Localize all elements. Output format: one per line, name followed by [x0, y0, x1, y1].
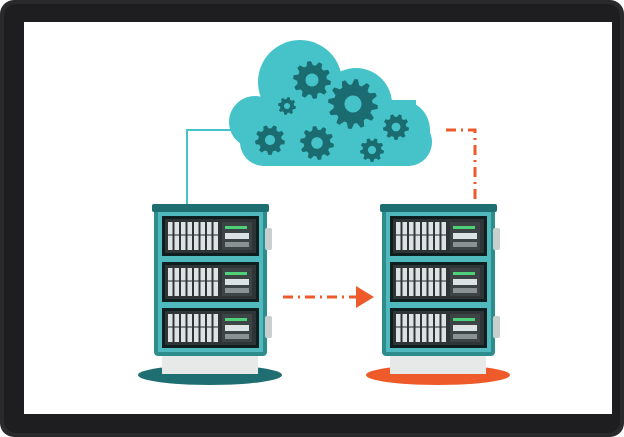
drive-latch — [213, 280, 218, 282]
display-strip — [453, 279, 477, 285]
drive-latch — [428, 234, 433, 236]
display-strip — [453, 233, 477, 239]
drive-latch — [207, 234, 212, 236]
drive-latch — [409, 326, 414, 328]
drive-latch — [435, 280, 440, 282]
drive-latch — [402, 280, 407, 282]
drive-latch — [194, 280, 199, 282]
gear-hole — [391, 122, 401, 132]
server-unit — [390, 216, 487, 256]
drive-latch — [168, 234, 173, 236]
connector-source-to-cloud — [186, 129, 240, 212]
cloud-with-gears-icon — [229, 40, 432, 166]
drive-latch — [435, 326, 440, 328]
drive-latch — [422, 234, 427, 236]
gear-hole — [283, 102, 291, 110]
vent-strip — [225, 242, 249, 247]
drive-latch — [187, 280, 192, 282]
handle-icon — [493, 316, 500, 338]
drive-latch — [181, 280, 186, 282]
drive-latch — [181, 326, 186, 328]
handle-icon — [265, 228, 272, 250]
vent-strip — [453, 242, 477, 247]
drive-latch — [168, 326, 173, 328]
server-plinth — [390, 352, 486, 374]
gear-hole — [344, 95, 362, 113]
drive-latch — [200, 234, 205, 236]
drive-latch — [402, 234, 407, 236]
handle-icon — [493, 228, 500, 250]
drive-latch — [441, 280, 446, 282]
drive-latch — [168, 280, 173, 282]
drive-latch — [428, 280, 433, 282]
server-unit — [162, 308, 259, 348]
status-led — [453, 318, 475, 321]
handle-icon — [265, 316, 272, 338]
display-strip — [225, 325, 249, 331]
drive-latch — [174, 326, 179, 328]
drive-latch — [402, 326, 407, 328]
target-server-rack-icon — [366, 204, 510, 385]
vent-strip — [453, 334, 477, 339]
server-top — [152, 204, 269, 212]
drive-latch — [415, 280, 420, 282]
drive-latch — [422, 280, 427, 282]
drive-latch — [441, 234, 446, 236]
display-strip — [453, 325, 477, 331]
drive-latch — [422, 326, 427, 328]
drive-latch — [396, 234, 401, 236]
gear-hole — [367, 145, 377, 155]
drive-latch — [174, 234, 179, 236]
drive-latch — [207, 280, 212, 282]
server-unit — [390, 262, 487, 302]
status-led — [453, 226, 475, 229]
drive-latch — [194, 234, 199, 236]
drive-latch — [213, 234, 218, 236]
gear-hole — [311, 137, 323, 149]
vent-strip — [453, 288, 477, 293]
server-plinth — [162, 352, 258, 374]
drive-latch — [200, 326, 205, 328]
drive-latch — [396, 280, 401, 282]
server-unit — [390, 308, 487, 348]
drive-latch — [181, 234, 186, 236]
drive-latch — [194, 326, 199, 328]
status-led — [453, 272, 475, 275]
drive-latch — [435, 234, 440, 236]
drive-latch — [174, 280, 179, 282]
drive-latch — [200, 280, 205, 282]
drive-latch — [415, 234, 420, 236]
drive-latch — [213, 326, 218, 328]
vent-strip — [225, 288, 249, 293]
gear-hole — [264, 134, 276, 146]
migration-arrow — [283, 286, 374, 308]
connector-cloud-to-target — [446, 128, 477, 206]
drive-latch — [207, 326, 212, 328]
status-led — [225, 272, 247, 275]
vent-strip — [225, 334, 249, 339]
status-led — [225, 318, 247, 321]
status-led — [225, 226, 247, 229]
server-top — [380, 204, 497, 212]
source-server-rack-icon — [138, 204, 282, 385]
drive-latch — [428, 326, 433, 328]
display-strip — [225, 233, 249, 239]
drive-latch — [409, 234, 414, 236]
drive-latch — [187, 234, 192, 236]
drive-latch — [187, 326, 192, 328]
display-strip — [225, 279, 249, 285]
server-unit — [162, 262, 259, 302]
server-unit — [162, 216, 259, 256]
arrow-head-icon — [356, 286, 374, 308]
drive-latch — [396, 326, 401, 328]
drive-latch — [441, 326, 446, 328]
drive-latch — [409, 280, 414, 282]
gear-hole — [305, 73, 319, 87]
drive-latch — [415, 326, 420, 328]
